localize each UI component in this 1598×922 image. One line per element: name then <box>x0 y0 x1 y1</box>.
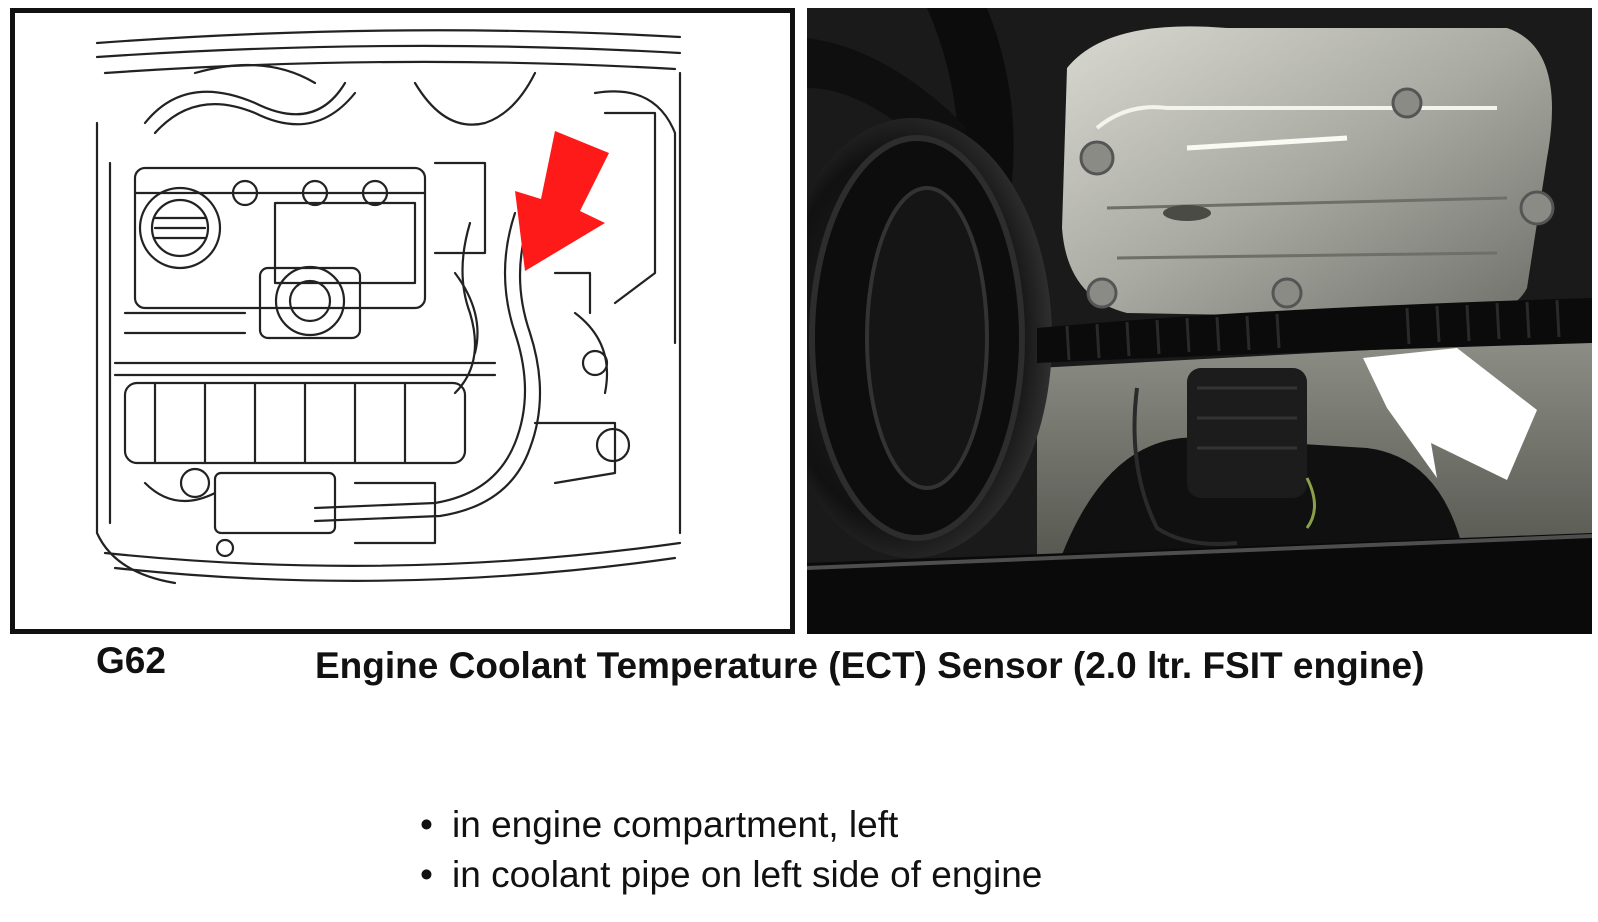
photo-arrow-shape <box>1363 348 1537 480</box>
location-list: • in engine compartment, left • in coolant… <box>420 800 1042 900</box>
location-text: in engine compartment, left <box>452 804 899 845</box>
component-code: G62 <box>96 640 166 681</box>
engine-photo <box>807 8 1592 634</box>
pointer-arrow-shape <box>515 131 609 271</box>
bullet-icon: • <box>420 854 433 895</box>
list-item: • in coolant pipe on left side of engine <box>420 850 1042 900</box>
figure-row <box>10 8 1592 634</box>
component-title: Engine Coolant Temperature (ECT) Sensor … <box>315 645 1425 686</box>
engine-line-drawing <box>10 8 795 634</box>
bullet-icon: • <box>420 804 433 845</box>
engine-photo-svg <box>807 8 1592 634</box>
location-text: in coolant pipe on left side of engine <box>452 854 1043 895</box>
engine-diagram-svg <box>95 29 682 585</box>
list-item: • in engine compartment, left <box>420 800 1042 850</box>
